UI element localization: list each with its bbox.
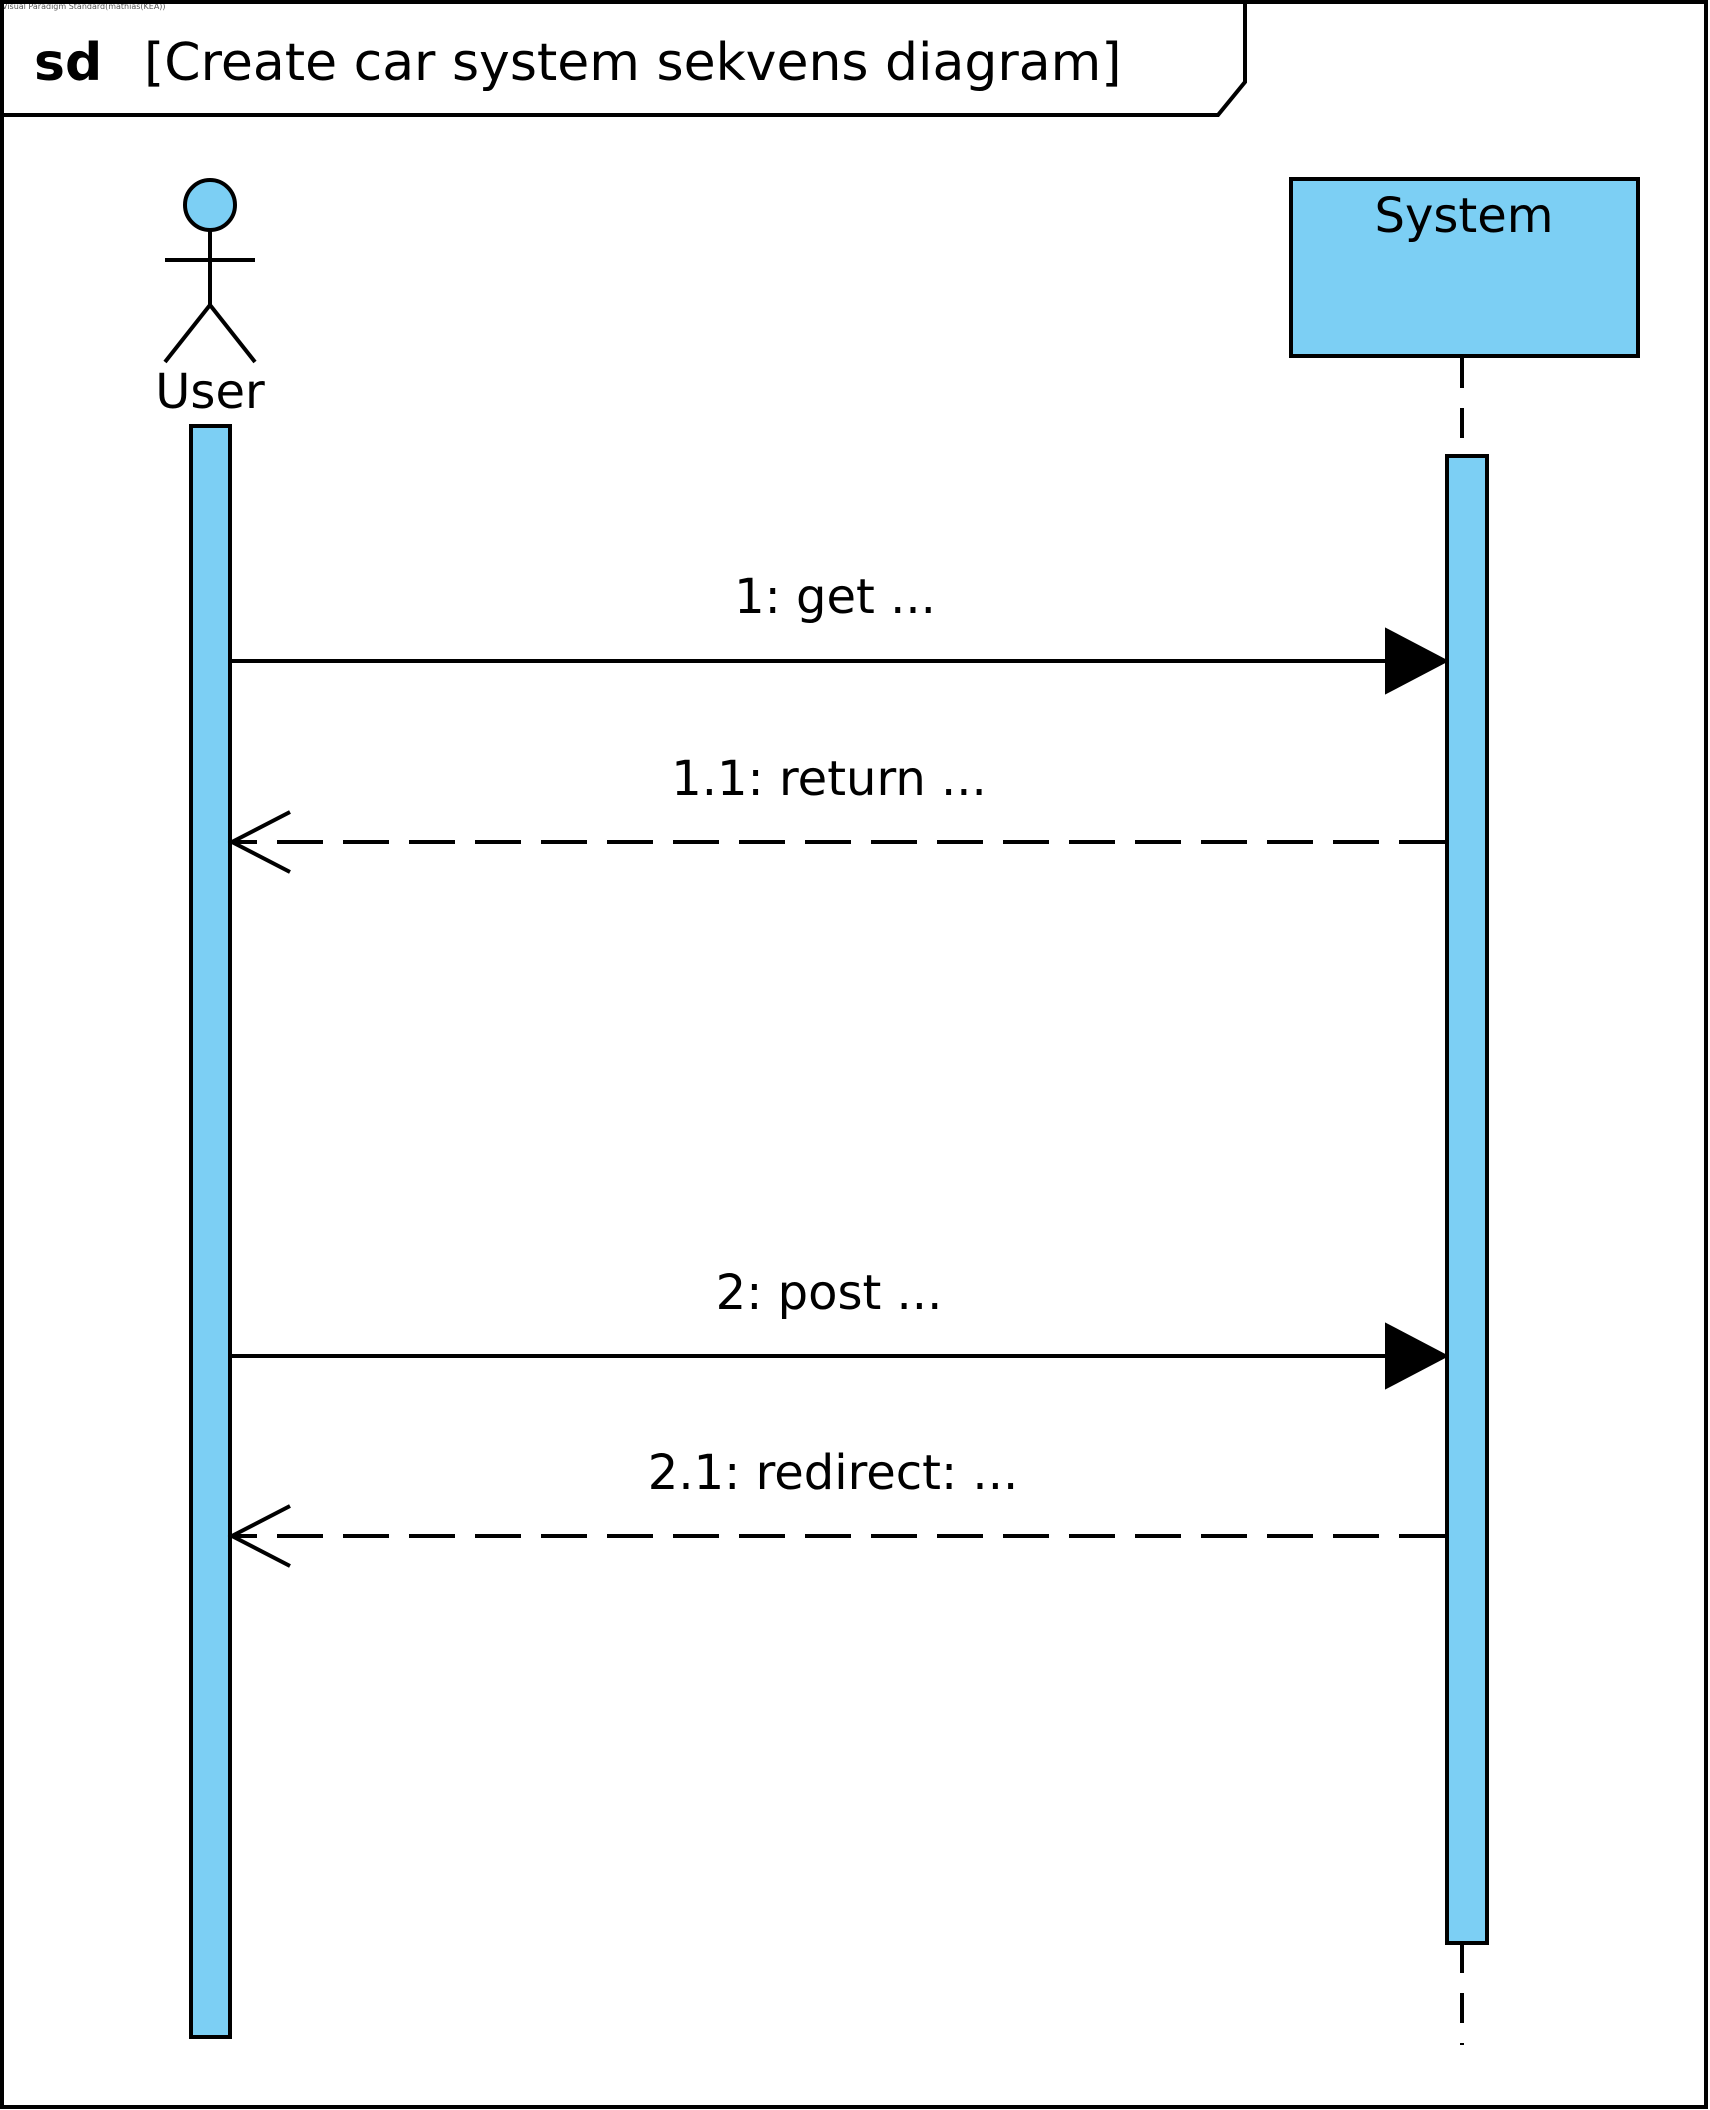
lifeline-system-head <box>1289 177 1640 358</box>
message-get-label: 1: get ... <box>734 569 936 625</box>
frame-keyword: sd <box>34 33 102 93</box>
message-post-label: 2: post ... <box>716 1265 943 1321</box>
actor-user[interactable]: User <box>155 178 265 420</box>
message-post[interactable]: 2: post ... <box>232 1265 1450 1390</box>
frame-title-tab <box>2 2 1247 117</box>
message-redirect-label: 2.1: redirect: ... <box>648 1445 1018 1501</box>
lifeline-system-label: System <box>1375 188 1554 244</box>
filled-arrowhead-icon <box>1385 627 1450 695</box>
open-arrowhead-icon <box>227 810 291 874</box>
watermark: Visual Paradigm Standard(mathias(KEA)) <box>2 2 166 11</box>
frame-title: [Create car system sekvens diagram] <box>144 33 1122 93</box>
actor-stick-figure-icon <box>163 178 257 364</box>
message-redirect[interactable]: 2.1: redirect: ... <box>227 1445 1445 1568</box>
user-activation-bar <box>189 424 232 2039</box>
system-activation-bar <box>1445 454 1489 1945</box>
message-get[interactable]: 1: get ... <box>232 569 1450 695</box>
open-arrowhead-icon <box>227 1504 291 1568</box>
actor-user-label: User <box>155 364 265 420</box>
message-return-label: 1.1: return ... <box>671 751 987 807</box>
filled-arrowhead-icon <box>1385 1322 1450 1390</box>
lifeline-system[interactable]: System <box>1289 177 1640 358</box>
message-return[interactable]: 1.1: return ... <box>227 751 1445 874</box>
